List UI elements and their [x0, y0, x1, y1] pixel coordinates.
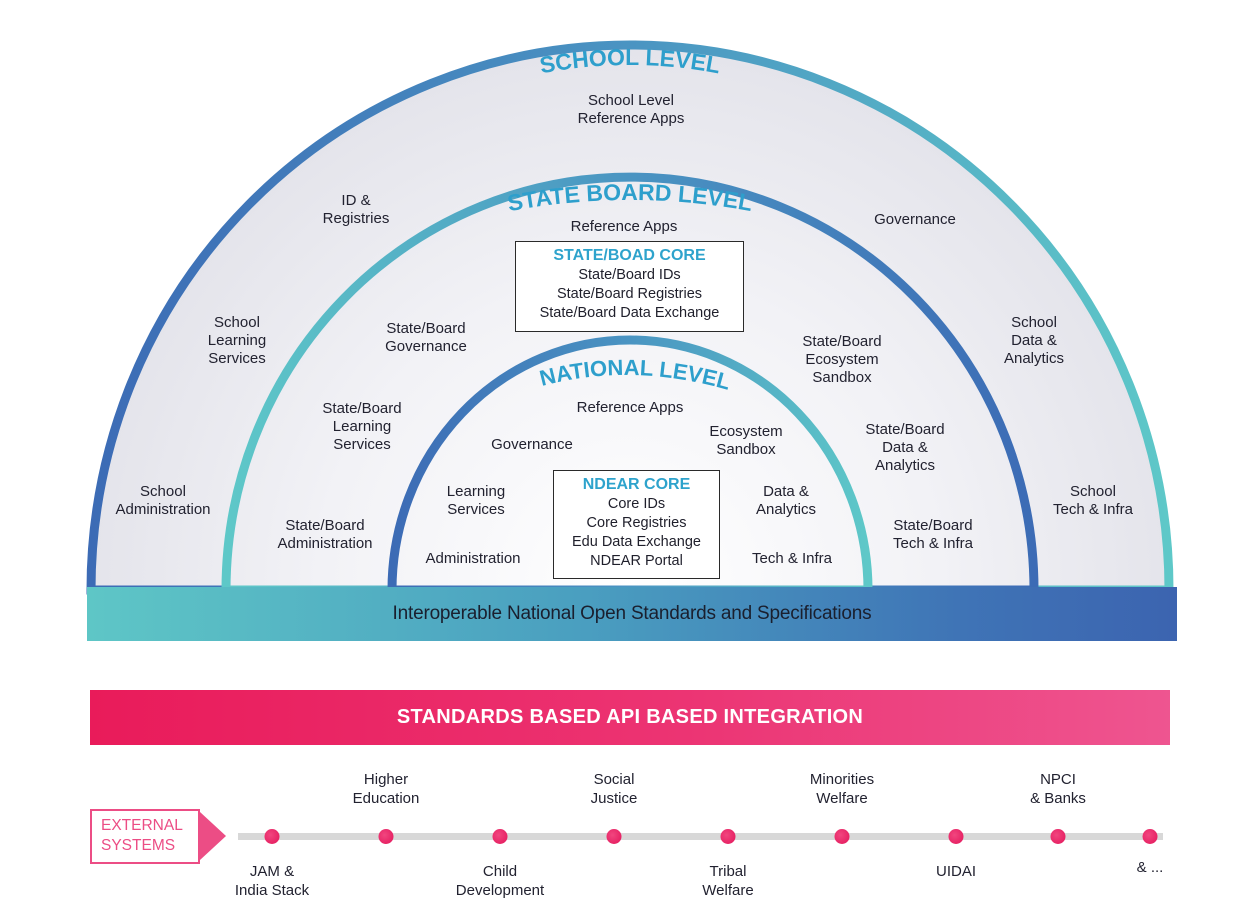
timeline-dot: [264, 829, 280, 844]
timeline-dot: [834, 829, 850, 844]
state-reference-apps: Reference Apps: [570, 218, 678, 235]
api-integration-label: STANDARDS BASED API BASED INTEGRATION: [396, 706, 864, 728]
open-standards-band: Interoperable National Open Standards an…: [87, 587, 1177, 641]
state-board-core-box: STATE/BOAD CORE State/Board IDs State/Bo…: [515, 241, 744, 332]
state-data-analytics: State/Board Data & Analytics: [865, 421, 945, 474]
ndear-core-item: Core IDs: [607, 496, 666, 512]
state-core-item: State/Board Registries: [556, 286, 703, 302]
school-tech-infra: School Tech & Infra: [1052, 483, 1134, 518]
timeline-dot: [720, 829, 736, 844]
state-ecosystem-sandbox: State/Board Ecosystem Sandbox: [802, 333, 882, 386]
school-reference-apps: School Level Reference Apps: [577, 92, 685, 127]
external-system-label: Tribal Welfare: [702, 863, 754, 899]
ndear-core-item: Edu Data Exchange: [572, 534, 701, 550]
national-tech-infra: Tech & Infra: [751, 550, 833, 567]
external-system-label: Minorities Welfare: [809, 771, 875, 807]
external-system-label: Social Justice: [590, 771, 638, 807]
state-governance: State/Board Governance: [385, 320, 467, 355]
school-data-analytics: School Data & Analytics: [1003, 314, 1065, 367]
state-tech-infra: State/Board Tech & Infra: [892, 517, 974, 552]
state-administration: State/Board Administration: [277, 517, 373, 552]
school-governance: Governance: [874, 211, 956, 228]
external-system-label: Higher Education: [352, 771, 420, 807]
school-learning-services: School Learning Services: [207, 314, 267, 367]
national-governance: Governance: [491, 436, 573, 453]
ndear-core-box: NDEAR CORE Core IDs Core Registries Edu …: [553, 470, 720, 579]
external-systems-box: EXTERNAL SYSTEMS: [90, 809, 200, 864]
timeline-dot: [606, 829, 622, 844]
external-systems-timeline: [238, 833, 1163, 840]
school-administration: School Administration: [115, 483, 211, 518]
ndear-core-item: NDEAR Portal: [590, 553, 683, 569]
arrow-right-icon: [200, 812, 226, 860]
api-integration-band: STANDARDS BASED API BASED INTEGRATION: [90, 690, 1170, 745]
external-system-label: NPCI & Banks: [1030, 771, 1086, 807]
timeline-dot: [378, 829, 394, 844]
timeline-dot: [1142, 829, 1158, 844]
state-board-core-title: STATE/BOAD CORE: [553, 247, 706, 264]
external-system-label: & ...: [1136, 859, 1164, 876]
national-level-arc: [387, 335, 873, 595]
state-core-item: State/Board Data Exchange: [539, 305, 720, 321]
national-data-analytics: Data & Analytics: [755, 483, 817, 518]
school-id-registries: ID & Registries: [322, 192, 390, 227]
national-ecosystem-sandbox: Ecosystem Sandbox: [709, 423, 783, 458]
external-system-label: UIDAI: [935, 863, 977, 880]
national-reference-apps: Reference Apps: [576, 399, 684, 416]
national-learning-services: Learning Services: [446, 483, 506, 518]
state-learning-services: State/Board Learning Services: [322, 400, 402, 453]
ndear-core-item: Core Registries: [586, 515, 687, 531]
timeline-dot: [1050, 829, 1066, 844]
national-administration: Administration: [425, 550, 521, 567]
timeline-dot: [948, 829, 964, 844]
ndear-core-title: NDEAR CORE: [582, 476, 691, 493]
external-system-label: Child Development: [455, 863, 545, 899]
external-system-label: JAM & India Stack: [234, 863, 310, 899]
timeline-dot: [492, 829, 508, 844]
open-standards-label: Interoperable National Open Standards an…: [392, 603, 872, 624]
state-core-item: State/Board IDs: [578, 267, 681, 283]
